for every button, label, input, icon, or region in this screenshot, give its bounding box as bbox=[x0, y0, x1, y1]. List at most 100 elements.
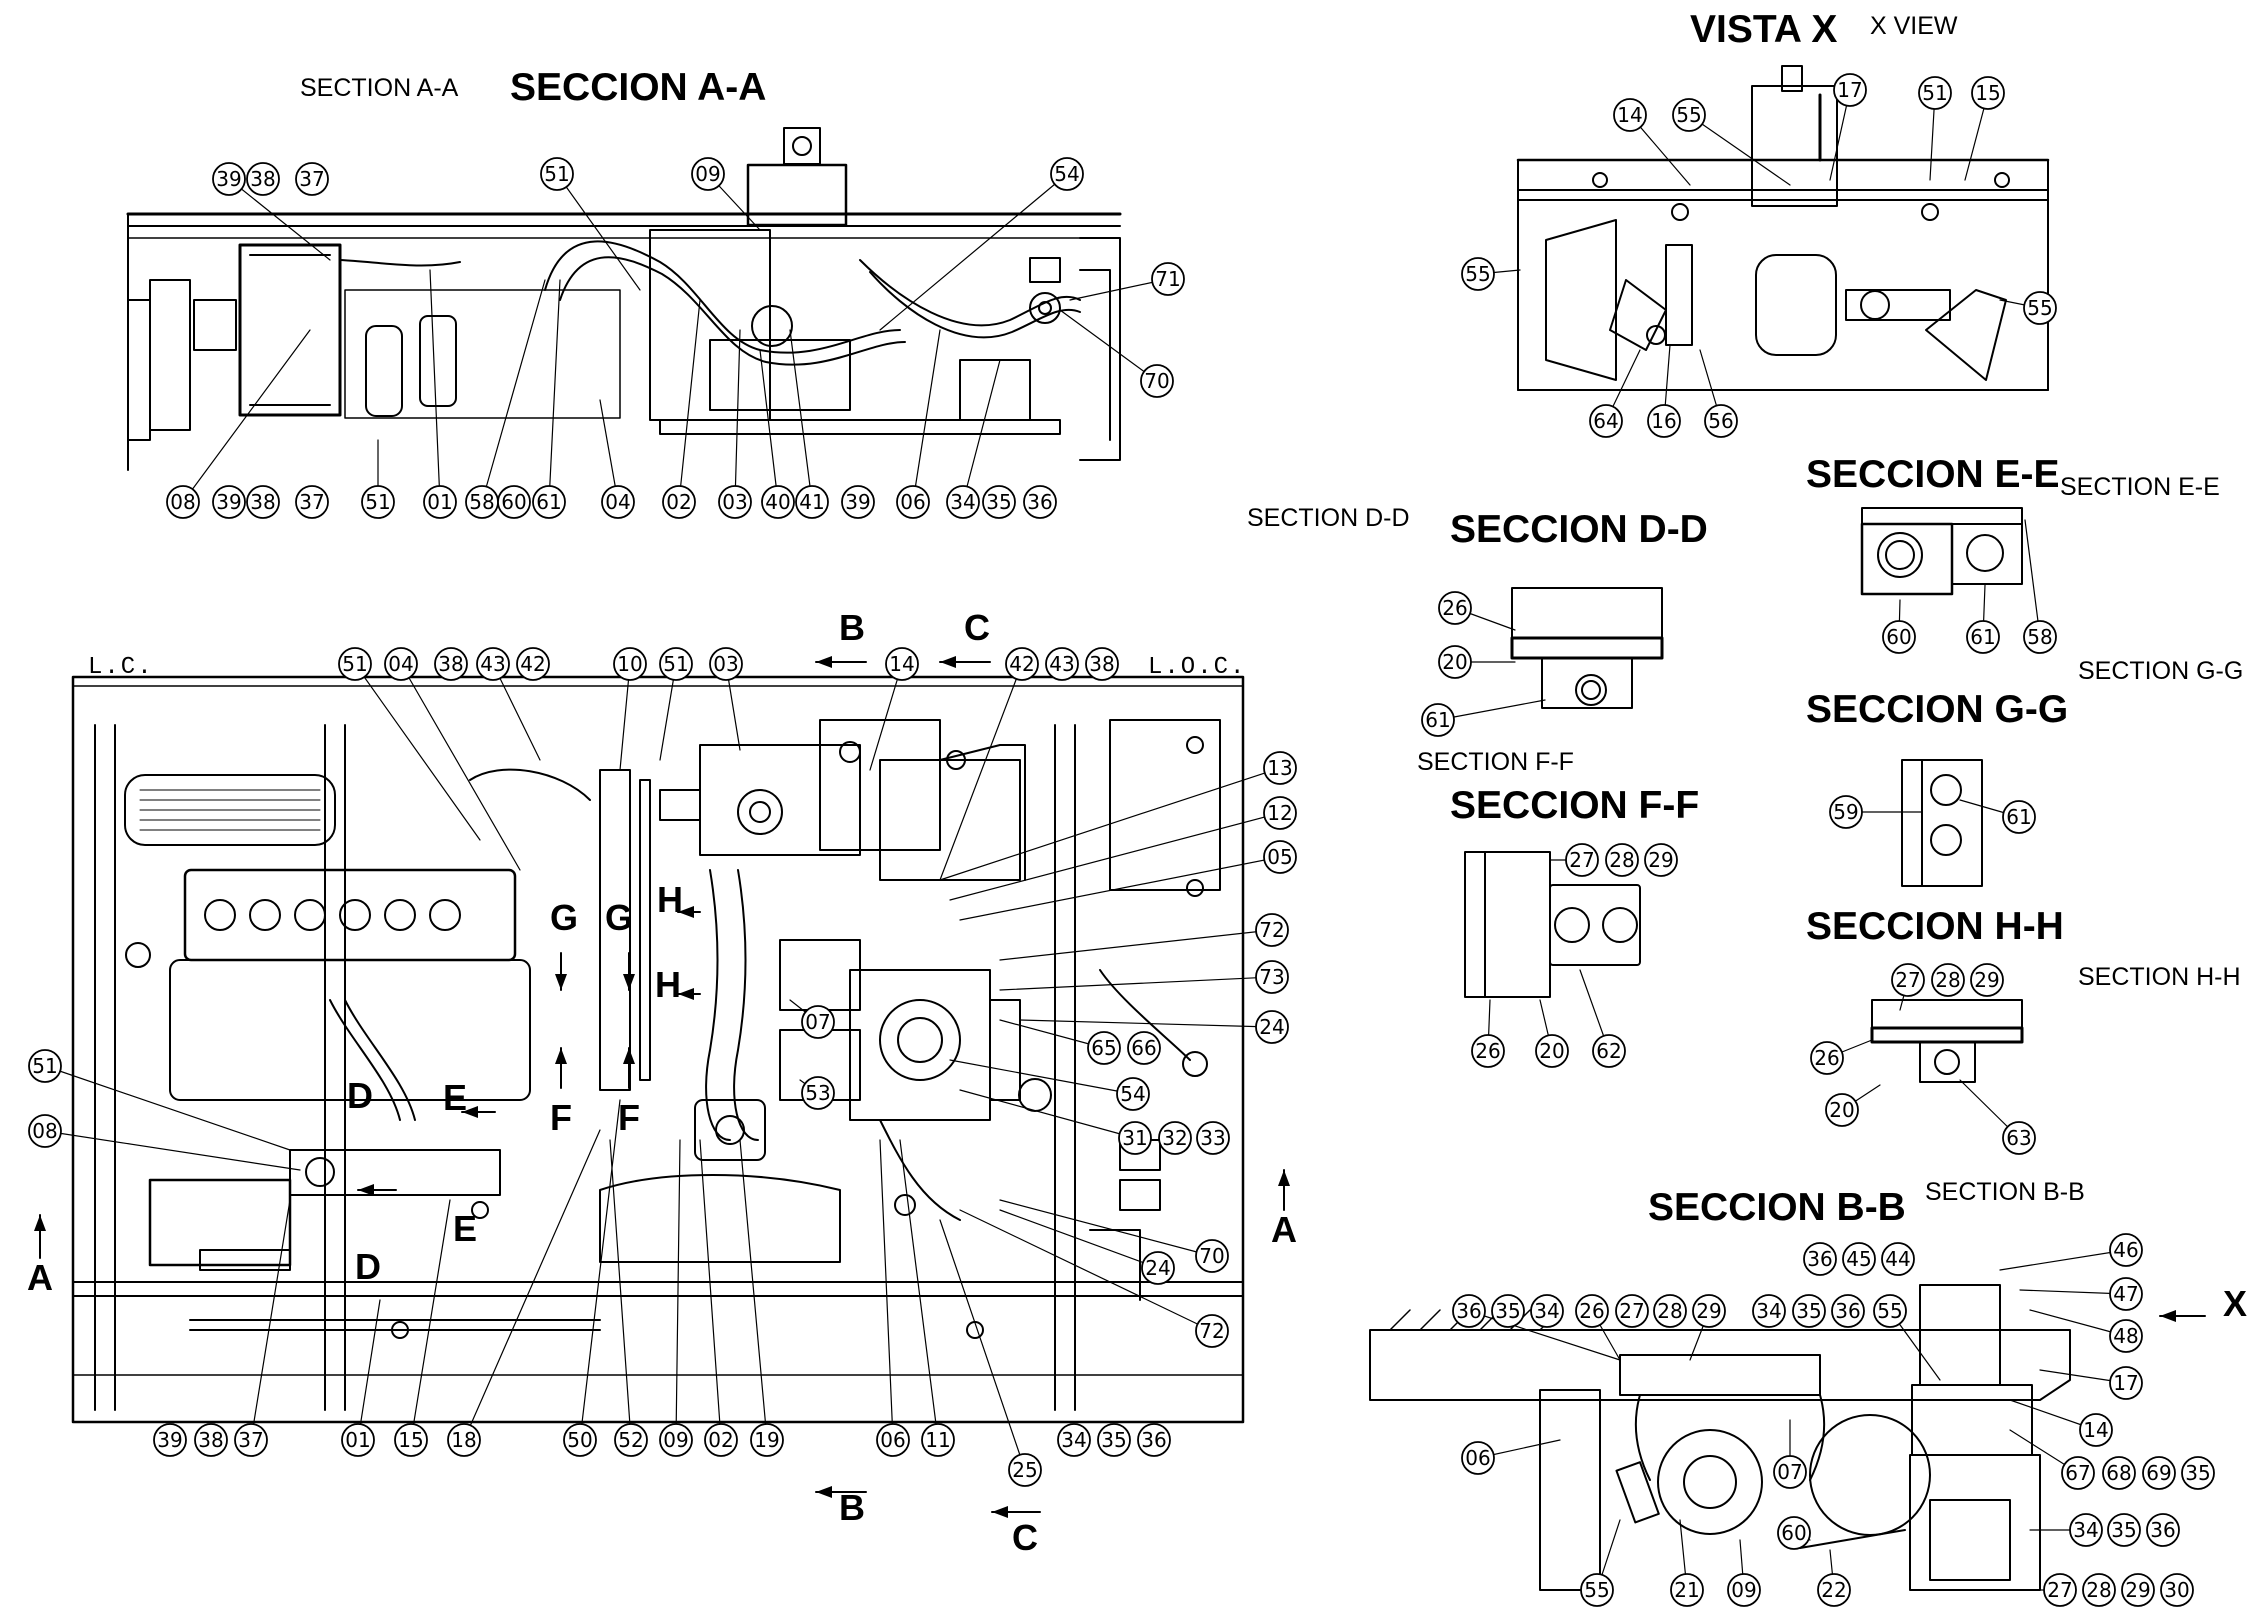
callout-circle bbox=[1575, 1294, 1609, 1328]
vista-x-view bbox=[1516, 65, 2050, 391]
section-cut-arrow bbox=[815, 1486, 867, 1498]
callout-number: 06 bbox=[1465, 1446, 1490, 1470]
section-cut-arrow bbox=[357, 1184, 397, 1196]
callout-balloon: 27 bbox=[1891, 963, 1925, 1011]
callout-number: 03 bbox=[722, 490, 747, 514]
callout-balloon: 51 bbox=[1918, 76, 1952, 181]
callout-balloon: 53 bbox=[799, 1076, 835, 1110]
callout-number: 26 bbox=[1442, 596, 1467, 620]
callout-number: 35 bbox=[1796, 1299, 1821, 1323]
leader-line bbox=[912, 329, 941, 503]
callout-circle bbox=[2109, 1233, 2143, 1267]
callout-circle bbox=[1023, 485, 1057, 519]
callout-number: 19 bbox=[754, 1428, 779, 1452]
callout-number: 39 bbox=[216, 167, 241, 191]
callout-number: 72 bbox=[1199, 1319, 1224, 1343]
callout-number: 15 bbox=[398, 1428, 423, 1452]
callout-number: 69 bbox=[2146, 1461, 2171, 1485]
leader-line bbox=[410, 1199, 451, 1441]
callout-balloon: 31 bbox=[959, 1089, 1152, 1155]
lc-label: L.C. bbox=[88, 654, 154, 681]
leader-line bbox=[579, 1099, 621, 1441]
callout-balloon: 51 bbox=[540, 157, 641, 291]
callout-circle bbox=[841, 485, 875, 519]
section-cut-letter: C bbox=[964, 607, 990, 648]
callout-number: 39 bbox=[845, 490, 870, 514]
callout-circle bbox=[1438, 645, 1472, 679]
callout-balloon: 71 bbox=[1069, 262, 1185, 301]
callout-number: 35 bbox=[1101, 1428, 1126, 1452]
callout-balloon: 59 bbox=[1829, 795, 1923, 829]
callout-number: 07 bbox=[1777, 1460, 1802, 1484]
callout-circle bbox=[896, 485, 930, 519]
callout-balloon: 51 bbox=[659, 647, 693, 761]
callout-balloon: 70 bbox=[1059, 309, 1174, 398]
callout-balloon: 26 bbox=[1810, 1039, 1873, 1075]
callout-circle bbox=[1057, 1423, 1091, 1457]
callout-number: 15 bbox=[1975, 81, 2000, 105]
section-gg-view bbox=[1901, 759, 1983, 887]
callout-circle bbox=[1970, 963, 2004, 997]
callout-circle bbox=[212, 485, 246, 519]
callout-balloon: 08 bbox=[28, 1114, 301, 1171]
callout-circle bbox=[1580, 1573, 1614, 1607]
leader-line bbox=[678, 299, 701, 503]
callout-number: 17 bbox=[1837, 78, 1862, 102]
callout-number: 53 bbox=[805, 1081, 830, 1105]
callout-balloon: 60 bbox=[1777, 1516, 1811, 1550]
section-gg-caption-es: SECCION G-G bbox=[1806, 688, 2069, 731]
section-dd-caption-es: SECCION D-D bbox=[1450, 508, 1708, 551]
callout-circle bbox=[1918, 76, 1952, 110]
callout-circle bbox=[28, 1114, 62, 1148]
callout-circle bbox=[341, 1423, 375, 1457]
callout-circle bbox=[1195, 1239, 1229, 1273]
callout-number: 55 bbox=[1584, 1578, 1609, 1602]
callout-balloon: 46 bbox=[1999, 1233, 2143, 1271]
callout-balloon: 10 bbox=[613, 647, 647, 771]
callout-circle bbox=[1831, 1294, 1865, 1328]
callout-balloon: 28 bbox=[1605, 843, 1639, 877]
callout-circle bbox=[1050, 157, 1084, 191]
callout-balloon: 06 bbox=[1461, 1439, 1561, 1475]
callout-balloon: 38 bbox=[246, 485, 280, 519]
callout-number: 37 bbox=[238, 1428, 263, 1452]
callout-circle bbox=[1825, 1093, 1859, 1127]
callout-number: 43 bbox=[480, 652, 505, 676]
leader-line bbox=[44, 1065, 291, 1151]
callout-circle bbox=[1255, 960, 1289, 994]
callout-number: 09 bbox=[663, 1428, 688, 1452]
section-aa-caption-en: SECTION A-A bbox=[300, 74, 459, 102]
leader-line bbox=[1437, 699, 1546, 721]
callout-balloon: 51 bbox=[361, 439, 395, 519]
callout-number: 02 bbox=[708, 1428, 733, 1452]
callout-balloon: 33 bbox=[1196, 1121, 1230, 1155]
callout-circle bbox=[2002, 800, 2036, 834]
section-cut-arrow bbox=[555, 952, 567, 991]
section-ee-caption-en: SECTION E-E bbox=[2060, 473, 2220, 501]
callout-circle bbox=[1792, 1294, 1826, 1328]
callout-number: 42 bbox=[1009, 652, 1034, 676]
section-cut-letter: G bbox=[605, 897, 633, 938]
callout-number: 28 bbox=[1609, 848, 1634, 872]
callout-circle bbox=[1471, 1034, 1505, 1068]
leader-line bbox=[759, 349, 779, 503]
leader-line bbox=[999, 929, 1273, 961]
callout-balloon: 12 bbox=[949, 796, 1297, 901]
callout-balloon: 17 bbox=[2039, 1366, 2143, 1400]
callout-circle bbox=[1670, 1573, 1704, 1607]
callout-balloon: 30 bbox=[2160, 1573, 2194, 1607]
callout-number: 65 bbox=[1091, 1036, 1116, 1060]
callout-number: 13 bbox=[1267, 756, 1292, 780]
callout-circle bbox=[1647, 404, 1681, 438]
callout-balloon: 26 bbox=[1575, 1294, 1621, 1361]
leader-line bbox=[44, 1130, 301, 1171]
callout-number: 63 bbox=[2006, 1126, 2031, 1150]
callout-circle bbox=[295, 485, 329, 519]
callout-number: 25 bbox=[1012, 1458, 1037, 1482]
callout-balloon: 02 bbox=[699, 1139, 738, 1457]
callout-balloon: 34 bbox=[1530, 1294, 1564, 1328]
callout-circle bbox=[1727, 1573, 1761, 1607]
callout-balloon: 08 bbox=[166, 329, 311, 519]
callout-balloon: 22 bbox=[1817, 1549, 1851, 1607]
callout-number: 26 bbox=[1475, 1039, 1500, 1063]
